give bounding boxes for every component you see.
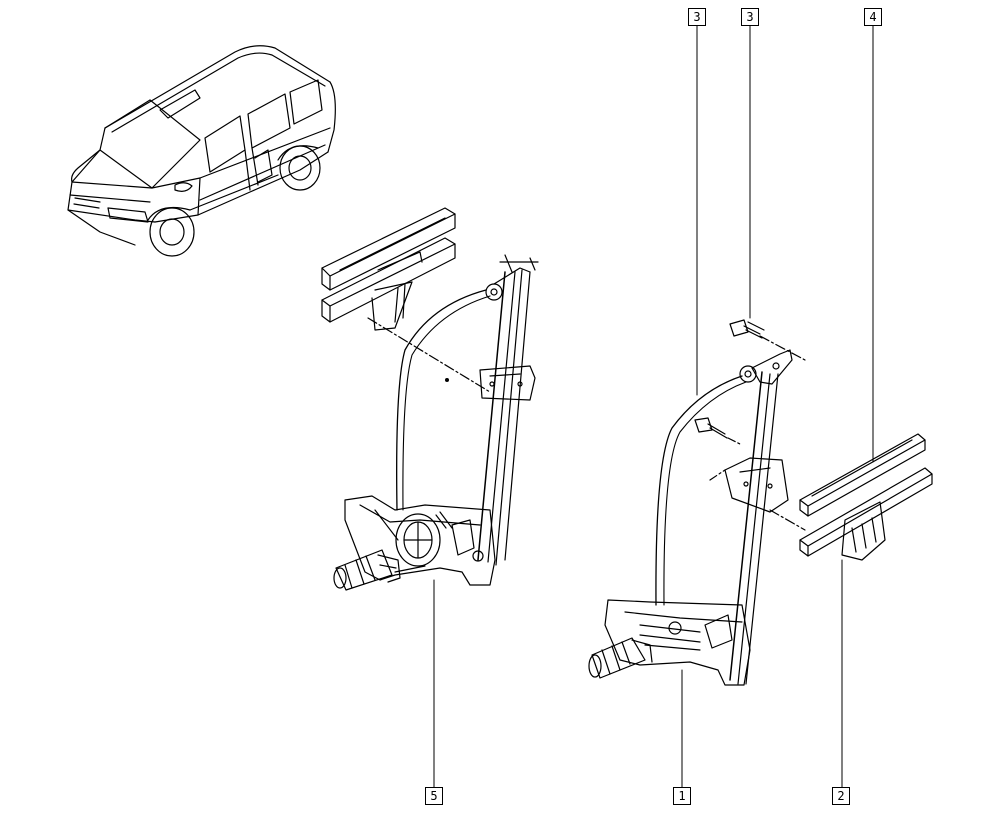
minivan-illustration [67, 45, 336, 257]
leader-lines [433, 25, 874, 788]
callout-3-screw-upper: 3 [741, 8, 759, 26]
glass-channel-rails-right [799, 433, 933, 561]
callout-3-screw-lower: 3 [688, 8, 706, 26]
screw-lower [694, 417, 728, 439]
rear-window-regulator-assembly [321, 207, 539, 591]
screw-upper [729, 319, 765, 339]
callout-2-lower-rail: 2 [832, 787, 850, 805]
glass-channel-rails-left [321, 207, 456, 331]
callout-1-front-regulator: 1 [673, 787, 691, 805]
front-window-regulator-assembly [588, 319, 806, 686]
callout-4-upper-rail: 4 [864, 8, 882, 26]
callout-5-rear-regulator: 5 [425, 787, 443, 805]
